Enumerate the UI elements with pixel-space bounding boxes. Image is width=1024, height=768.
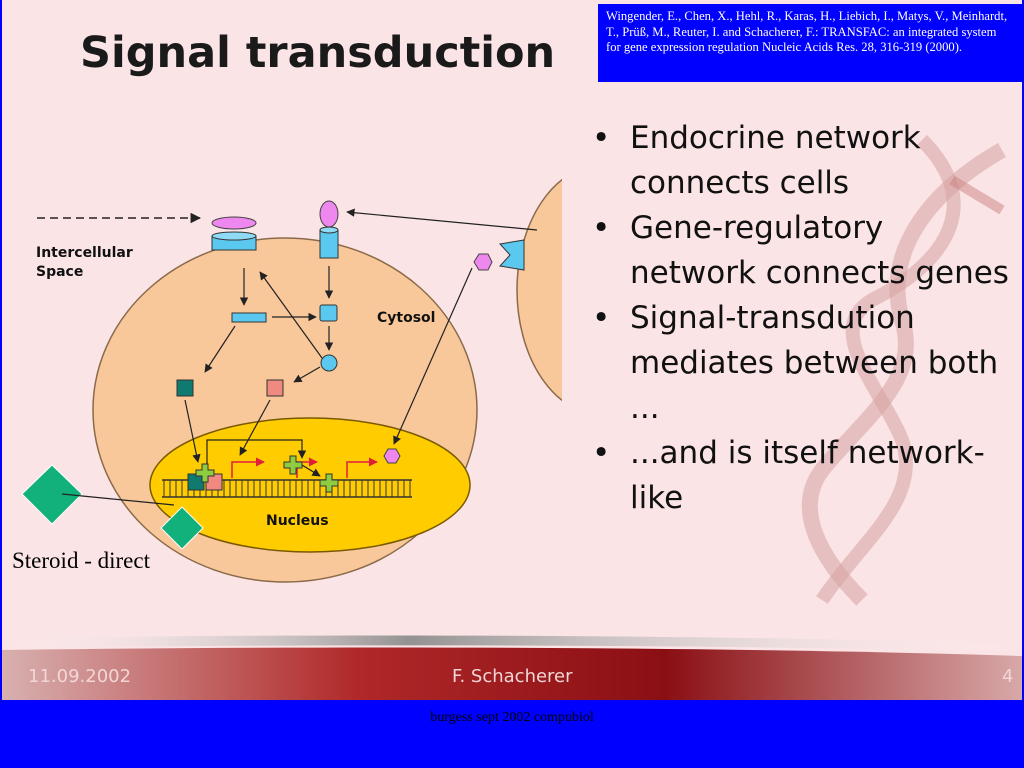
footer-date: 11.09.2002 [28,666,132,687]
adaptor-square [319,304,338,322]
bullet-item: ...and is itself network-like [590,431,1010,521]
footer-author: F. Schacherer [452,666,573,687]
tf-dark-square [176,379,194,397]
bullet-item: Signal-transdution mediates between both… [590,296,1010,431]
slide-title: Signal transduction [80,28,556,78]
hormone-in-nucleus [383,448,401,464]
steroid-diamond-outside [21,464,83,525]
credit-line: burgess sept 2002 compubiol [430,710,594,725]
gene-product-cross-2 [283,455,303,475]
tf-pink-square [266,379,284,397]
steroid-diamond-membrane [160,506,204,550]
slide: Signal transduction [2,0,1022,700]
citation-box: Wingender, E., Chen, X., Hehl, R., Karas… [598,4,1022,82]
label-space: Space [36,264,83,280]
ligand-2 [319,200,339,228]
footer-page-number: 4 [1002,666,1014,687]
label-intercellular: Intercellular [36,245,133,261]
messenger-circle [320,354,338,372]
bullet-item: Gene-regulatory network connects genes [590,206,1010,296]
transcription-arrow-1 [231,457,265,478]
neighbor-cell [516,178,562,402]
hormone-hexagon [473,253,493,271]
receptor-3 [499,239,525,271]
footer-bar [2,635,1022,700]
label-cytosol: Cytosol [377,310,435,326]
transcription-arrow-3 [346,457,378,478]
kinase-bar [231,312,267,323]
signal-transduction-diagram: Intercellular Space Cytosol Nucleus [21,178,562,583]
steroid-caption: Steroid - direct [12,548,150,573]
regulation-loop [206,439,307,468]
receptor-2 [319,229,339,259]
bullet-list: Endocrine network connects cells Gene-re… [590,116,1010,521]
ligand-1 [211,216,257,230]
bullet-item: Endocrine network connects cells [590,116,1010,206]
steroid-path-line [61,493,175,506]
gene-product-cross-1 [195,463,215,483]
label-nucleus: Nucleus [266,513,329,529]
gene-product-cross-3 [319,473,339,493]
